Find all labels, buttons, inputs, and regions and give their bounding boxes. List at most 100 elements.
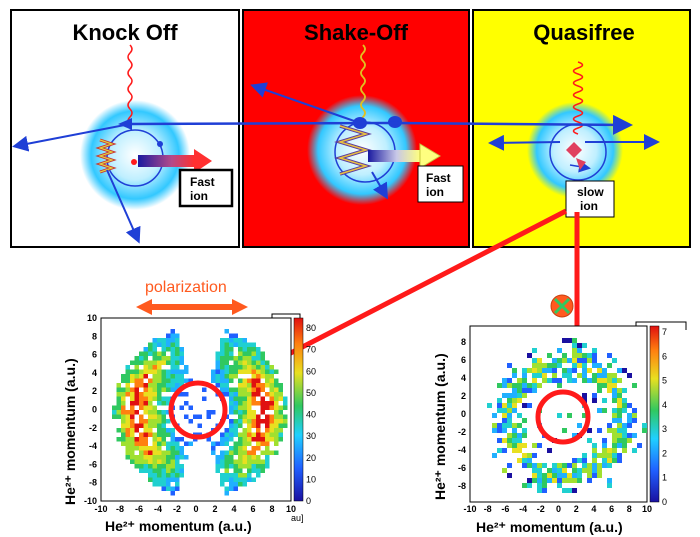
x-tick-label: 0	[193, 504, 198, 514]
heatmap-cell	[547, 468, 552, 473]
heatmap-cell	[592, 458, 597, 463]
heatmap-cell	[148, 342, 153, 347]
heatmap-cell	[274, 392, 279, 397]
heatmap-cell	[602, 408, 607, 413]
heatmap-cell	[152, 392, 157, 397]
heatmap-cell	[251, 410, 256, 415]
heatmap-cell	[188, 419, 193, 424]
colorbar-tick-label: 60	[306, 366, 316, 376]
heatmap-cell	[188, 378, 193, 383]
heatmap-cell	[224, 369, 229, 374]
heatmap-cell	[161, 459, 166, 464]
heatmap-cell	[170, 491, 175, 496]
heatmap-cell	[265, 419, 270, 424]
heatmap-cell	[612, 373, 617, 378]
heatmap-cell	[220, 473, 225, 478]
heatmap-cell	[577, 478, 582, 483]
heatmap-cell	[502, 413, 507, 418]
heatmap-cell	[242, 459, 247, 464]
heatmap-cell	[188, 441, 193, 446]
heatmap-cell	[612, 408, 617, 413]
heatmap-cell	[224, 329, 229, 334]
heatmap-cell	[125, 392, 130, 397]
heatmap-cell	[139, 423, 144, 428]
heatmap-cell	[247, 437, 252, 442]
heatmap-cell	[557, 473, 562, 478]
colorbar-tick-label: 20	[306, 453, 316, 463]
heatmap-cell	[229, 405, 234, 410]
heatmap-cell	[152, 464, 157, 469]
heatmap-cell	[224, 356, 229, 361]
heatmap-cell	[612, 383, 617, 388]
heatmap-cell	[512, 368, 517, 373]
heatmap-cell	[193, 414, 198, 419]
heatmap-cell	[134, 401, 139, 406]
heatmap-cell	[247, 392, 252, 397]
heatmap-cell	[238, 347, 243, 352]
heatmap-cell	[152, 378, 157, 383]
heatmap-cell	[125, 374, 130, 379]
heatmap-cell	[170, 468, 175, 473]
heatmap-cell	[577, 423, 582, 428]
heatmap-cell	[622, 398, 627, 403]
heatmap-cell	[175, 369, 180, 374]
heatmap-cell	[242, 405, 247, 410]
heatmap-cell	[206, 410, 211, 415]
heatmap-cell	[592, 358, 597, 363]
heatmap-cell	[143, 441, 148, 446]
heatmap-cell	[238, 378, 243, 383]
heatmap-cell	[242, 464, 247, 469]
heatmap-cell	[251, 347, 256, 352]
svg-text:slow: slow	[577, 185, 604, 199]
heatmap-cell	[265, 378, 270, 383]
heatmap-cell	[562, 468, 567, 473]
heatmap-cell	[134, 396, 139, 401]
heatmap-cell	[152, 482, 157, 487]
heatmap-cell	[587, 473, 592, 478]
heatmap-cell	[215, 383, 220, 388]
heatmap-cell	[143, 468, 148, 473]
heatmap-cell	[229, 374, 234, 379]
heatmap-cell	[148, 410, 153, 415]
heatmap-cell	[121, 396, 126, 401]
x-tick-label: -10	[94, 504, 107, 514]
heatmap-cell	[139, 455, 144, 460]
heatmap-cell	[265, 369, 270, 374]
heatmap-cell	[130, 401, 135, 406]
heatmap-cell	[607, 458, 612, 463]
heatmap-cell	[175, 468, 180, 473]
heatmap-cell	[121, 392, 126, 397]
heatmap-cell	[260, 419, 265, 424]
heatmap-cell	[592, 373, 597, 378]
heatmap-cell	[517, 443, 522, 448]
heatmap-cell	[229, 365, 234, 370]
heatmap-cell	[497, 408, 502, 413]
heatmap-cell	[527, 368, 532, 373]
svg-text:ion: ion	[426, 185, 444, 199]
heatmap-cell	[502, 403, 507, 408]
heatmap-cell	[260, 387, 265, 392]
heatmap-cell	[224, 378, 229, 383]
heatmap-cell	[247, 342, 252, 347]
heatmap-cell	[582, 368, 587, 373]
heatmap-cell	[607, 463, 612, 468]
heatmap-cell	[229, 347, 234, 352]
heatmap-cell	[170, 455, 175, 460]
heatmap-cell	[522, 443, 527, 448]
heatmap-cell	[233, 423, 238, 428]
heatmap-cell	[577, 363, 582, 368]
heatmap-cell	[512, 448, 517, 453]
heatmap-cell	[229, 356, 234, 361]
heatmap-cell	[532, 473, 537, 478]
heatmap-cell	[233, 369, 238, 374]
heatmap-cell	[166, 473, 171, 478]
heatmap-cell	[612, 418, 617, 423]
heatmap-cell	[256, 365, 261, 370]
heatmap-cell	[224, 351, 229, 356]
heatmap-cell	[612, 453, 617, 458]
heatmap-cell	[215, 468, 220, 473]
heatmap-cell	[184, 369, 189, 374]
heatmap-cell	[184, 414, 189, 419]
heatmap-cell	[175, 446, 180, 451]
heatmap-cell	[507, 438, 512, 443]
